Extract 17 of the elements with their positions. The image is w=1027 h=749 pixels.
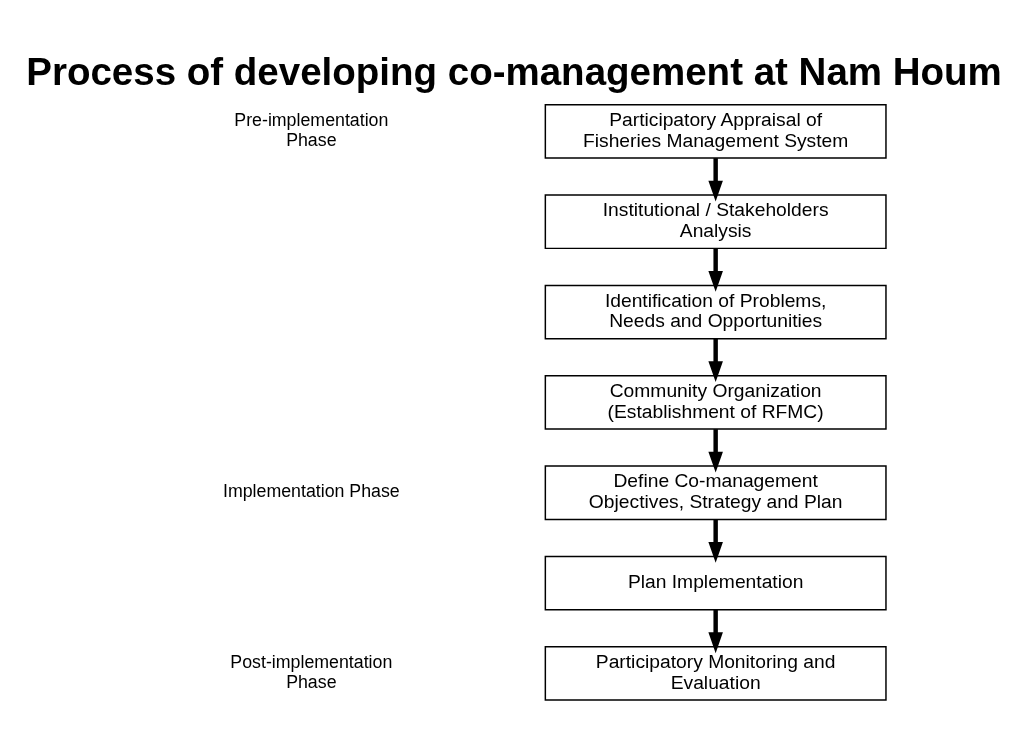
arrow — [708, 338, 723, 382]
node-box: Participatory Appraisal of Fisheries Management System — [544, 103, 887, 159]
diagram-title: Process of developing co-management at Nam Houm — [26, 49, 1002, 93]
node-box: Participatory Monitoring and Evaluation — [544, 645, 887, 701]
node-box: Institutional / Stakeholders Analysis — [544, 193, 887, 249]
label: Pre-implementation Phase — [234, 109, 389, 150]
arrow — [708, 609, 723, 653]
label: Implementation Phase — [222, 480, 400, 501]
node-box: Define Co-management Objectives, Strategy and Plan — [544, 464, 887, 520]
arrow — [708, 248, 723, 292]
arrow — [708, 428, 723, 472]
node-box: Plan Implementation — [544, 555, 887, 610]
node-box: Identification of Problems, Needs and Opportunities — [544, 284, 887, 339]
arrow — [708, 157, 723, 201]
label: Post-implementation Phase — [230, 651, 393, 692]
node-box: Community Organization (Establishment of RFMC) — [544, 374, 887, 430]
arrow — [708, 519, 723, 563]
